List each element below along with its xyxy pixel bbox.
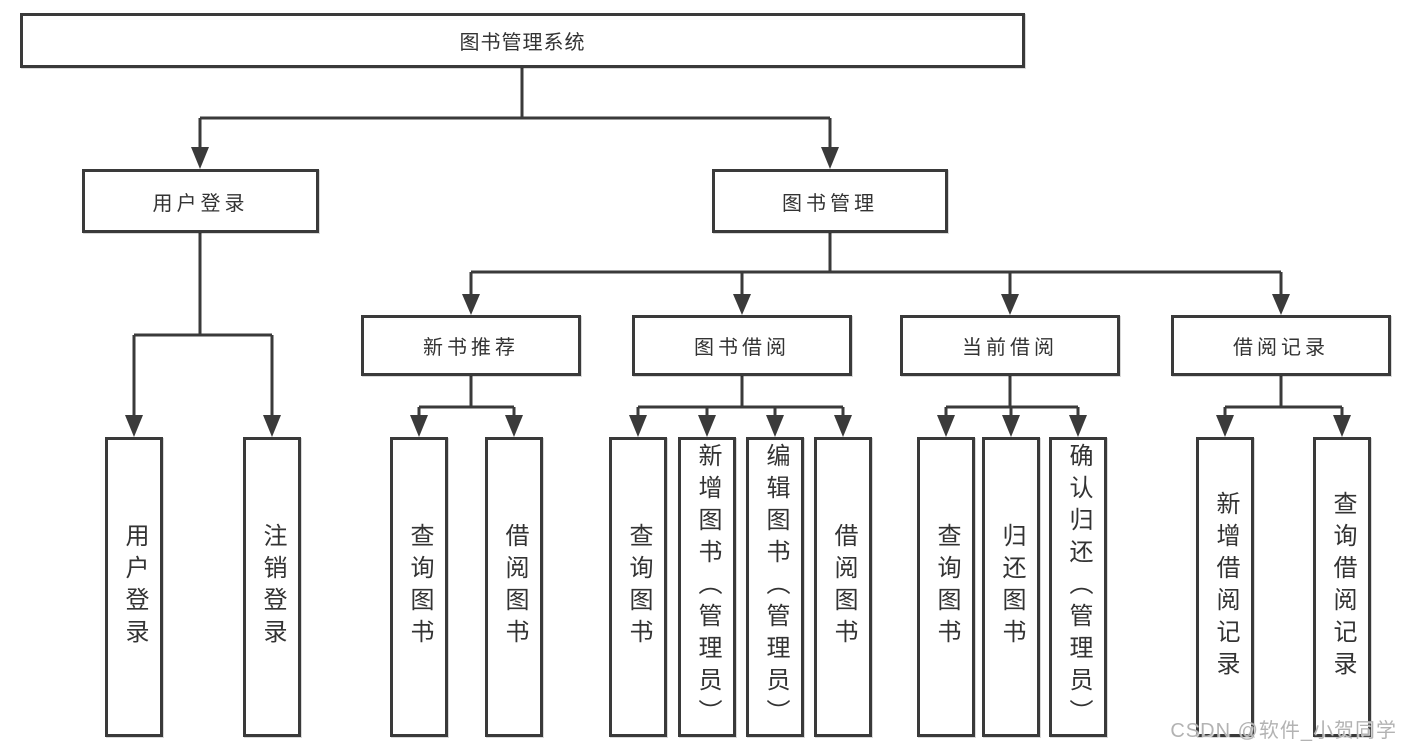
arrowhead-down-icon xyxy=(1069,415,1087,437)
connector-new-books-to-leaves xyxy=(417,376,516,418)
arrowhead-down-icon xyxy=(733,294,751,315)
arrowhead-down-icon xyxy=(1002,415,1020,437)
connector-current-borrow-to-leaves xyxy=(944,376,1080,418)
node-return-books: 归还图书 xyxy=(982,437,1040,737)
node-label: 查询图书 xyxy=(933,523,960,651)
arrowhead-down-icon xyxy=(766,415,784,437)
node-book-borrowing: 图书借阅 xyxy=(632,315,852,376)
node-library-management-system: 图书管理系统 xyxy=(20,13,1025,68)
node-current-borrowing: 当前借阅 xyxy=(900,315,1120,376)
node-label: 查询借阅记录 xyxy=(1329,491,1356,683)
node-borrow-books-2: 借阅图书 xyxy=(814,437,872,737)
arrowhead-down-icon xyxy=(1272,294,1290,315)
node-query-books-3: 查询图书 xyxy=(917,437,975,737)
node-label: 用户登录 xyxy=(152,192,249,215)
node-query-borrow-record: 查询借阅记录 xyxy=(1313,437,1371,737)
node-borrowing-records: 借阅记录 xyxy=(1171,315,1391,376)
node-new-book-recommendation: 新书推荐 xyxy=(361,315,581,376)
arrowhead-down-icon xyxy=(1333,415,1351,437)
arrowhead-down-icon xyxy=(462,294,480,315)
node-logout: 注销登录 xyxy=(243,437,301,737)
node-label: 图书管理系统 xyxy=(459,32,586,54)
node-label: 借阅图书 xyxy=(830,523,857,651)
csdn-watermark: CSDN @软件_小贺同学 xyxy=(1170,720,1397,742)
arrowheads xyxy=(125,147,1351,437)
node-label: 新增借阅记录 xyxy=(1212,491,1239,683)
node-borrow-books-1: 借阅图书 xyxy=(485,437,543,737)
arrowhead-down-icon xyxy=(191,147,209,169)
node-add-books-admin: 新增图书（管理员） xyxy=(678,437,736,737)
node-label: 编辑图书（管理员） xyxy=(762,443,789,731)
node-label: 注销登录 xyxy=(259,523,286,651)
connector-root-to-level2 xyxy=(198,68,832,150)
node-query-books-1: 查询图书 xyxy=(390,437,448,737)
arrowhead-down-icon xyxy=(505,415,523,437)
arrowhead-down-icon xyxy=(834,415,852,437)
node-query-books-2: 查询图书 xyxy=(609,437,667,737)
node-label: 图书借阅 xyxy=(694,337,790,359)
arrowhead-down-icon xyxy=(263,415,281,437)
node-label: 用户登录 xyxy=(121,523,148,651)
arrowhead-down-icon xyxy=(125,415,143,437)
node-label: 借阅记录 xyxy=(1233,337,1329,359)
connector-book-mgmt-to-level3 xyxy=(469,233,1283,297)
connector-user-login-to-leaves xyxy=(132,233,274,418)
node-label: 归还图书 xyxy=(998,523,1025,651)
connector-book-borrow-to-leaves xyxy=(636,376,845,418)
node-confirm-return-admin: 确认归还（管理员） xyxy=(1049,437,1107,737)
node-user-login-leaf: 用户登录 xyxy=(105,437,163,737)
node-label: 确认归还（管理员） xyxy=(1065,443,1092,731)
node-label: 当前借阅 xyxy=(962,337,1058,359)
node-edit-books-admin: 编辑图书（管理员） xyxy=(746,437,804,737)
arrowhead-down-icon xyxy=(821,147,839,169)
node-add-borrow-record: 新增借阅记录 xyxy=(1196,437,1254,737)
arrowhead-down-icon xyxy=(937,415,955,437)
arrowhead-down-icon xyxy=(1216,415,1234,437)
arrowhead-down-icon xyxy=(698,415,716,437)
node-label: 图书管理 xyxy=(782,192,878,215)
arrowhead-down-icon xyxy=(1001,294,1019,315)
node-book-management: 图书管理 xyxy=(712,169,948,233)
node-label: 新增图书（管理员） xyxy=(694,443,721,731)
arrowhead-down-icon xyxy=(410,415,428,437)
node-label: 查询图书 xyxy=(625,523,652,651)
node-label: 新书推荐 xyxy=(423,337,519,359)
node-label: 查询图书 xyxy=(406,523,433,651)
node-user-login: 用户登录 xyxy=(82,169,319,233)
node-label: 借阅图书 xyxy=(501,523,528,651)
connector-borrow-records-to-leaves xyxy=(1223,376,1344,418)
arrowhead-down-icon xyxy=(629,415,647,437)
